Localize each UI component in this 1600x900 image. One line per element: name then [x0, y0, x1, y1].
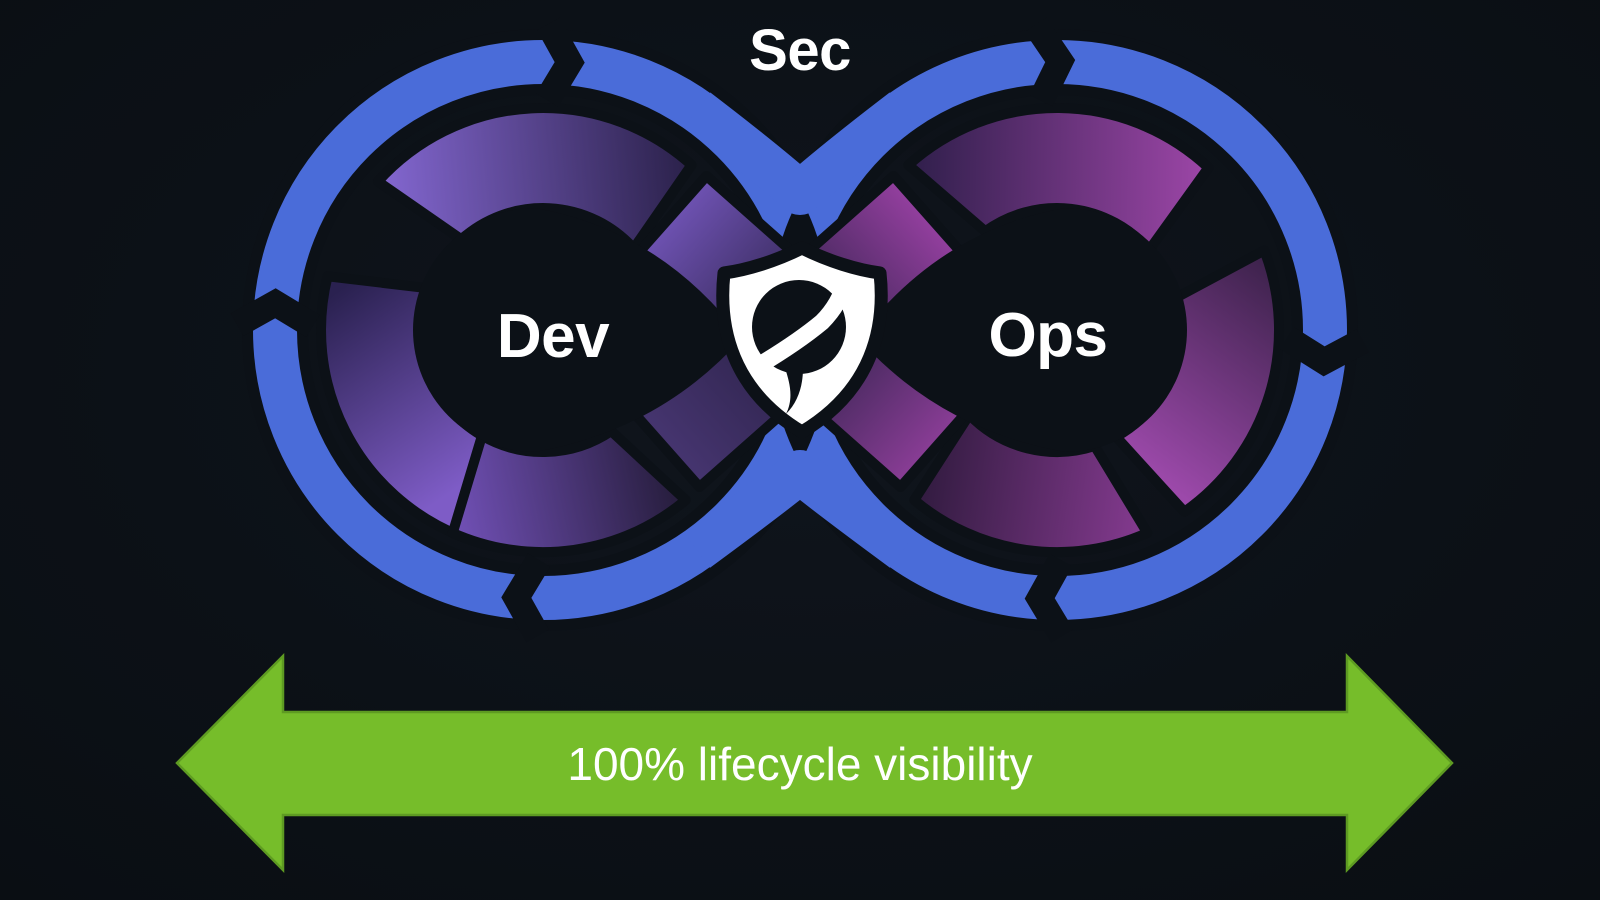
- lifecycle-arrow: [175, 652, 1454, 874]
- shield-tail: [785, 368, 803, 414]
- crossing-lambda-band: [683, 450, 917, 568]
- dev-core: Dev: [413, 208, 742, 452]
- flow-chevron-ops-bottom: [1024, 553, 1074, 643]
- flow-chevron-dev-top: [535, 17, 585, 107]
- flow-chevron-dev-left: [230, 288, 320, 338]
- shield-swoosh: [753, 277, 855, 374]
- ops-core-shape: [858, 208, 1187, 452]
- lifecycle-banner: 100% lifecycle visibility: [175, 652, 1454, 874]
- sec-label: Sec: [749, 18, 851, 83]
- ops-label: Ops: [988, 301, 1107, 370]
- dev-label: Dev: [497, 302, 610, 371]
- flow-chevron-ops-right: [1279, 326, 1369, 377]
- flow-chevron-dev-bottom: [501, 553, 551, 643]
- crossing-v-band: [683, 92, 917, 215]
- flow-chevron-ops-top: [1024, 17, 1076, 107]
- ops-core: Ops: [858, 208, 1187, 452]
- dev-core-shape: [413, 208, 742, 452]
- lifecycle-banner-label: 100% lifecycle visibility: [567, 738, 1032, 790]
- dev-segment-bottom: [447, 426, 691, 557]
- ops-segment-top: [903, 103, 1214, 255]
- shield-icon: [716, 241, 888, 439]
